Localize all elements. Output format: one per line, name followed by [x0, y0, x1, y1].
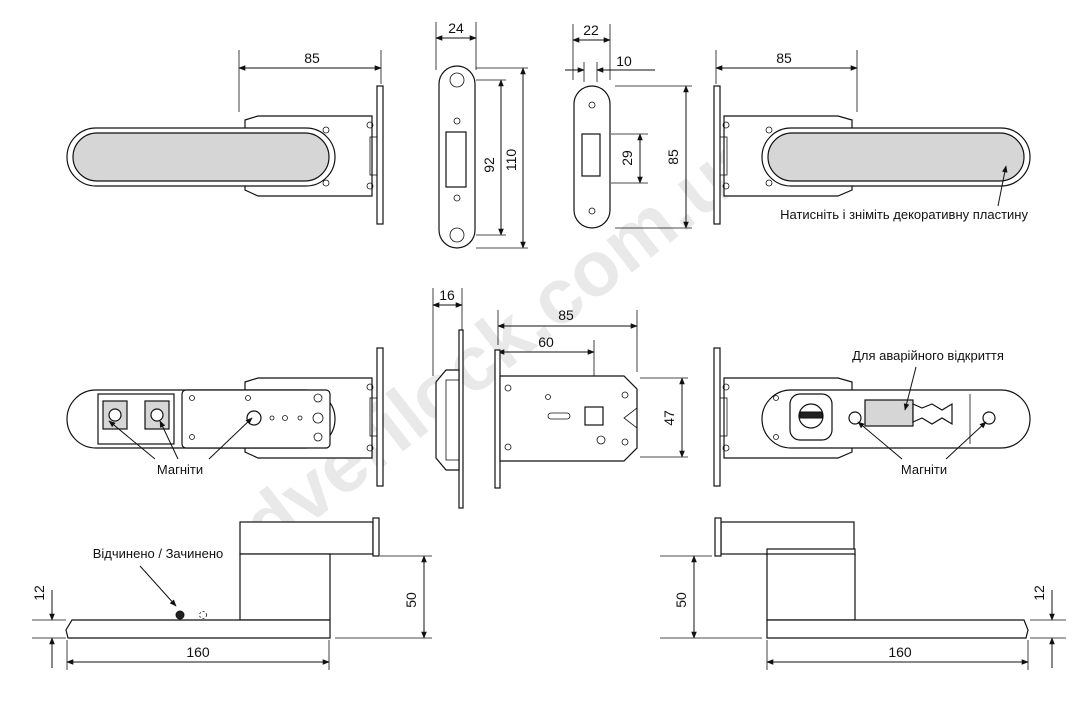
dim-strike-width: 24 — [448, 20, 464, 36]
lock-body-view: 85 60 47 — [494, 307, 688, 489]
dim-body-height: 47 — [661, 410, 677, 426]
strike-plate-view: 24 92 110 — [435, 20, 528, 249]
small-plate-view: 22 10 29 85 — [565, 22, 692, 229]
dim-bottom-right-length: 160 — [888, 644, 912, 660]
dim-bottom-right-rise: 50 — [673, 592, 689, 608]
middle-right-open-view: Для аварійного відкриття Магніти — [713, 347, 1031, 487]
dim-small-plate-thickness: 10 — [616, 53, 632, 69]
dim-bottom-right-height: 12 — [1031, 585, 1047, 601]
dim-bottom-left-height: 12 — [31, 585, 47, 601]
decor-plate-note: Натисніть і зніміть декоративну пластину — [780, 207, 1028, 222]
top-right-handle-view: 85 Натисніть і зніміть декоративну пласт… — [713, 50, 1031, 225]
dim-side-thickness: 16 — [439, 287, 455, 303]
dim-small-plate-height: 85 — [665, 149, 681, 165]
dim-strike-inner: 92 — [481, 157, 497, 173]
dim-bottom-left-rise: 50 — [403, 592, 419, 608]
emergency-note: Для аварійного відкриття — [852, 348, 1004, 363]
open-closed-label: Відчинено / Зачинено — [93, 546, 223, 561]
bottom-right-profile: 50 12 160 — [660, 517, 1066, 670]
dim-small-plate-slot: 29 — [619, 150, 635, 166]
dim-backset: 60 — [538, 334, 554, 350]
dim-top-right-width: 85 — [776, 50, 792, 66]
middle-left-open-view: Магніти — [66, 347, 384, 487]
magnets-label-right: Магніти — [901, 462, 947, 477]
dim-strike-outer: 110 — [503, 149, 519, 172]
dim-body-length: 85 — [558, 307, 574, 323]
top-left-handle-view: 85 — [66, 50, 384, 225]
dim-bottom-left-length: 160 — [186, 644, 210, 660]
magnets-label-left: Магніти — [157, 462, 203, 477]
dim-top-left-width: 85 — [304, 50, 320, 66]
dim-small-plate-width: 22 — [583, 22, 599, 38]
bottom-left-profile: Відчинено / Зачинено 12 160 50 — [31, 517, 432, 670]
side-section-view: 16 — [432, 287, 464, 509]
